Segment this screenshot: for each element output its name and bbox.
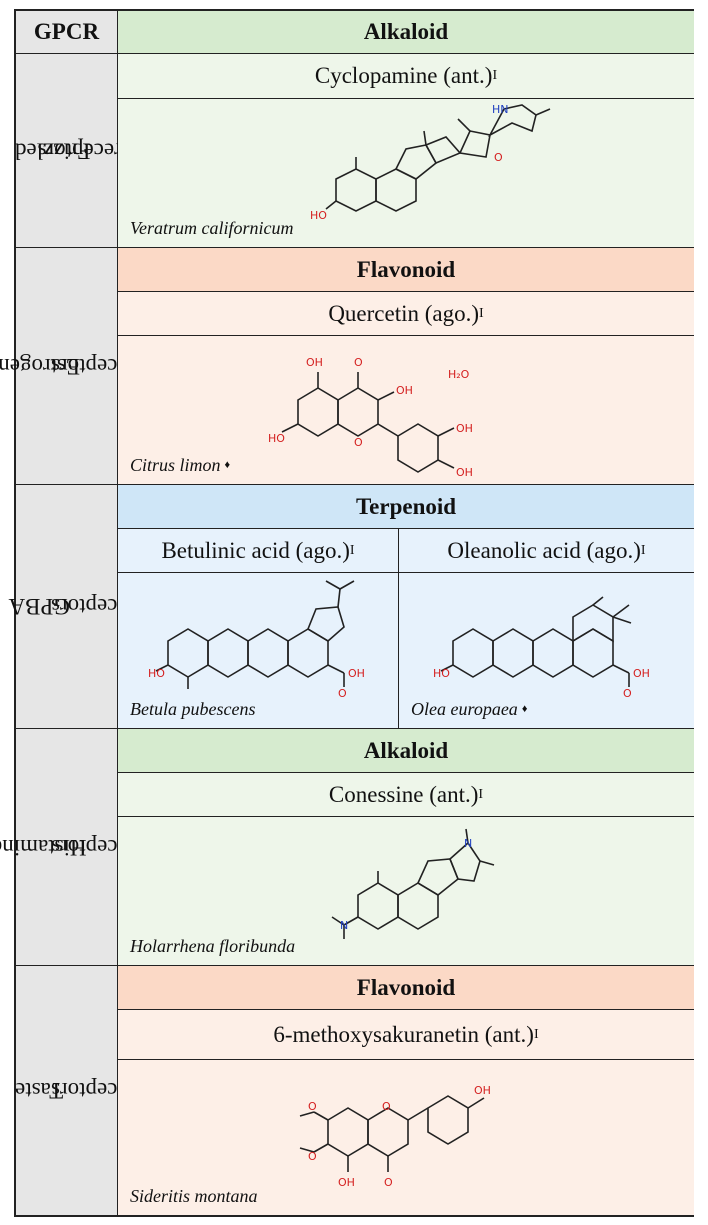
class-label: Alkaloid: [363, 19, 449, 44]
compound-name-cell: Quercetin (ago.)I: [118, 292, 694, 336]
structure-cell: OH O OH H₂O HO O OH OH Citrus limon♦: [118, 336, 694, 485]
species-name: Citrus limon♦: [130, 455, 230, 476]
atom-label: OH: [348, 667, 365, 680]
atom-label: OH: [456, 466, 473, 479]
compound-name: Cyclopamine (ant.): [314, 63, 493, 88]
compound-name-cell: Conessine (ant.)I: [118, 773, 694, 817]
structure-cell: HO O OH Olea europaea♦: [399, 573, 694, 729]
atom-label: O: [623, 687, 632, 697]
compound-marker: I: [479, 305, 484, 321]
atom-label: OH: [338, 1176, 355, 1189]
atom-label: O: [308, 1100, 317, 1113]
conessine-structure: N N: [331, 828, 495, 939]
compound-name: Betulinic acid (ago.): [161, 537, 350, 563]
atom-label: OH: [474, 1084, 491, 1097]
atom-label: H₂O: [448, 368, 470, 381]
class-label: Terpenoid: [355, 493, 457, 519]
atom-label: O: [338, 687, 347, 697]
class-label: Flavonoid: [356, 256, 456, 282]
class-header-flavonoid-1: Flavonoid: [118, 248, 694, 292]
class-label: Flavonoid: [356, 974, 456, 1000]
atom-label: O: [308, 1150, 317, 1163]
compound-marker: I: [640, 542, 646, 558]
compound-marker: I: [533, 1026, 539, 1042]
class-header-alkaloid-1: Alkaloid: [118, 11, 694, 54]
receptor-suffix: receptors: [37, 138, 123, 163]
atom-label: HO: [268, 432, 285, 445]
structure-cell: HN O HO Veratrum californicum: [118, 99, 694, 248]
atom-label: HO: [148, 667, 165, 680]
species-marker: ♦: [521, 703, 528, 715]
atom-label: OH: [396, 384, 413, 397]
atom-label: OH: [633, 667, 650, 680]
atom-label: N: [464, 837, 472, 850]
class-header-terpenoid: Terpenoid: [118, 485, 694, 529]
species-text: Sideritis montana: [130, 1186, 258, 1206]
atom-label: O: [382, 1100, 391, 1113]
atom-label: HN: [492, 103, 509, 116]
gpcr-header-label: GPCR: [33, 19, 100, 44]
class-header-flavonoid-2: Flavonoid: [118, 966, 694, 1010]
compound-name: Quercetin (ago.): [328, 300, 480, 326]
compound-marker: I: [478, 786, 484, 802]
cyclopamine-structure: HN O HO: [310, 103, 551, 222]
atom-label: HO: [433, 667, 450, 680]
atom-label: O: [354, 356, 363, 369]
structure-cell: N N Holarrhena floribunda: [118, 817, 694, 966]
species-name: Holarrhena floribunda: [130, 936, 295, 957]
compound-name-cell: Cyclopamine (ant.)I: [118, 54, 694, 99]
compound-name-cell: Betulinic acid (ago.)I: [118, 529, 399, 573]
structure-cell: OH O O O OH O Sideritis montana: [118, 1060, 694, 1215]
compound-name: Oleanolic acid (ago.): [447, 537, 641, 563]
compound-name-cell: Oleanolic acid (ago.)I: [399, 529, 694, 573]
compound-marker: I: [349, 542, 355, 558]
species-text: Olea europaea: [411, 699, 518, 719]
species-text: Veratrum californicum: [130, 218, 294, 238]
species-name: Olea europaea♦: [411, 699, 527, 720]
compound-marker: I: [492, 68, 498, 83]
atom-label: OH: [306, 356, 323, 369]
atom-label: OH: [456, 422, 473, 435]
atom-label: O: [494, 151, 503, 164]
species-name: Betula pubescens: [130, 699, 255, 720]
atom-label: N: [340, 919, 348, 932]
betulinic-acid-structure: HO O OH: [148, 580, 365, 697]
class-header-alkaloid-2: Alkaloid: [118, 729, 694, 773]
compound-name: 6-methoxysakuranetin (ant.): [273, 1021, 534, 1047]
atom-label: HO: [310, 209, 327, 222]
structure-cell: HO O OH Betula pubescens: [118, 573, 399, 729]
gpcr-header-cell: GPCR: [16, 11, 118, 54]
class-label: Alkaloid: [363, 737, 449, 763]
compound-name-cell: 6-methoxysakuranetin (ant.)I: [118, 1010, 694, 1060]
atom-label: O: [384, 1176, 393, 1189]
species-text: Betula pubescens: [130, 699, 256, 719]
species-name: Veratrum californicum: [130, 218, 294, 239]
species-text: Holarrhena floribunda: [130, 936, 296, 956]
oleanolic-acid-structure: HO O OH: [433, 596, 650, 697]
methoxysakuranetin-structure: OH O O O OH O: [299, 1084, 491, 1189]
atom-label: O: [354, 436, 363, 449]
quercetin-structure: OH O OH H₂O HO O OH OH: [268, 356, 473, 479]
species-text: Citrus limon: [130, 455, 221, 475]
species-marker: ♦: [224, 459, 231, 471]
species-name: Sideritis montana: [130, 1186, 258, 1207]
compound-name: Conessine (ant.): [328, 781, 479, 807]
